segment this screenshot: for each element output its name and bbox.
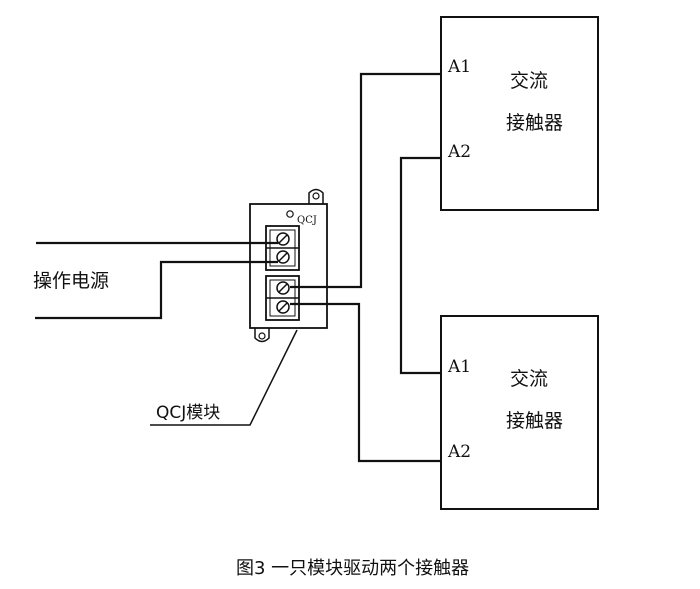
contactor-1-terminal-a1: A1 [447, 57, 471, 77]
screw-icon [276, 232, 290, 246]
contactor-2-terminal-a2: A2 [447, 442, 471, 462]
contactor-2-label-line1: 交流 [510, 368, 548, 390]
contactor-2-label-line2: 接触器 [506, 410, 563, 432]
module-bottom-tab [254, 327, 270, 343]
contactor-1-label-line1: 交流 [510, 70, 548, 92]
contactor-1-label-line2: 接触器 [506, 112, 563, 134]
screw-icon [276, 300, 290, 314]
wire-out-2-to-c2-a2 [290, 302, 441, 463]
module-callout-leader [150, 329, 298, 426]
indicator-led-icon [286, 210, 294, 218]
wire-c1-a2-to-c2-a1 [399, 156, 441, 375]
module-top-label: QCJ [297, 215, 317, 226]
screw-icon [276, 250, 290, 264]
module-top-hole [312, 192, 320, 200]
contactor-1-box [440, 16, 599, 211]
wire-power-2 [35, 260, 278, 320]
module-top-tab [308, 188, 324, 205]
module-bottom-hole [258, 332, 266, 340]
wire-out-1-to-c1-a1 [290, 72, 441, 289]
figure-caption: 图3 一只模块驱动两个接触器 [236, 558, 469, 579]
contactor-1-terminal-a2: A2 [447, 142, 471, 162]
module-callout-label: QCJ模块 [156, 403, 220, 423]
qcj-module [249, 188, 328, 343]
screw-icon [276, 281, 290, 295]
power-source-label: 操作电源 [33, 270, 109, 292]
contactor-2-terminal-a1: A1 [447, 357, 471, 377]
contactor-2-box [440, 315, 599, 510]
